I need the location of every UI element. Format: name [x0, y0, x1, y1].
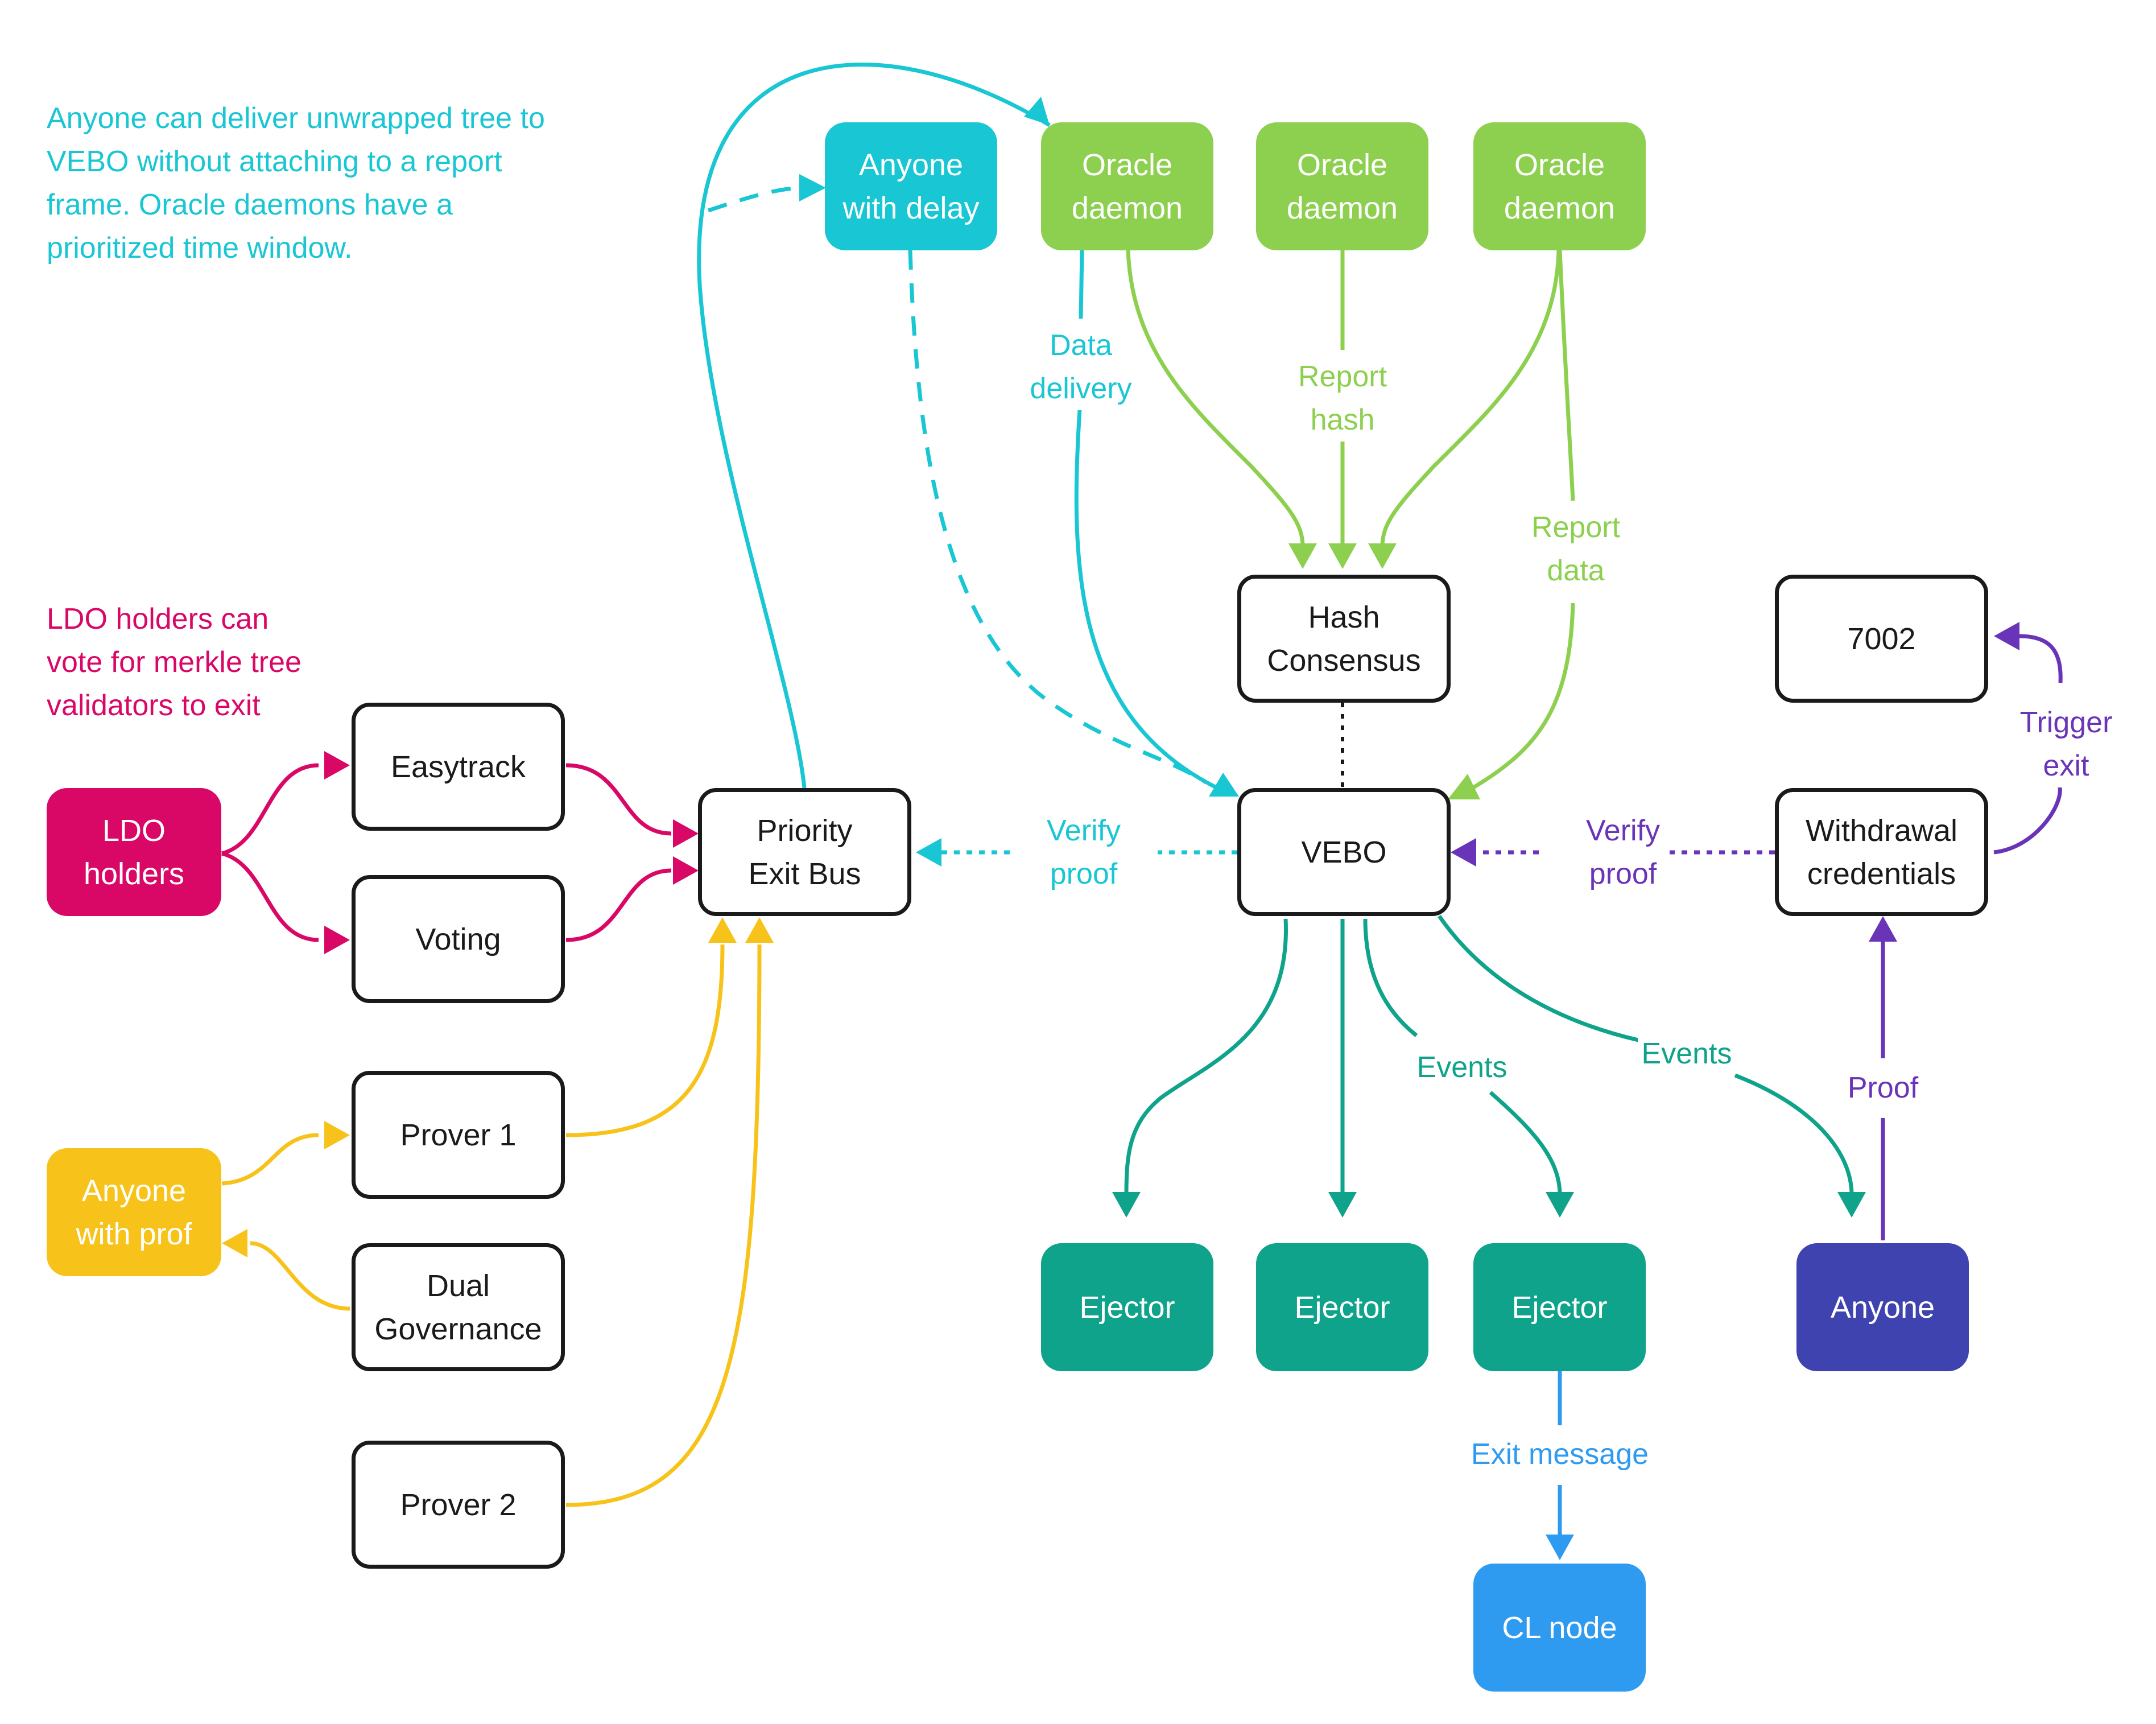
edge-note-to-anyone-delay	[707, 185, 806, 213]
prover-1-node: Prover 1	[352, 1071, 565, 1199]
edge-wc-to-7002	[1993, 634, 2063, 855]
edge-oracle1-to-vebo	[1074, 250, 1219, 790]
anyone-node: Anyone	[1796, 1243, 1969, 1371]
edge-oracle3-to-hash	[1380, 250, 1561, 547]
label-events-1: Events	[1413, 1046, 1511, 1089]
oracle-daemon-node-2: Oracle daemon	[1256, 122, 1428, 250]
ldo-holders-node: LDO holders	[47, 788, 221, 916]
arrowhead-wc	[1869, 916, 1897, 942]
cl-node: CL node	[1473, 1564, 1646, 1692]
label-proof: Proof	[1844, 1066, 1922, 1110]
arrowhead-peb-y1	[708, 917, 737, 943]
label-data-delivery: Data delivery	[1026, 324, 1135, 410]
arrowhead-anyoneprof	[222, 1229, 247, 1257]
hash-consensus-node: Hash Consensus	[1237, 575, 1451, 703]
edge-anyone-delay-to-vebo	[908, 250, 1207, 784]
label-verify-proof-left: Verify proof	[1043, 809, 1125, 896]
cyan-note: Anyone can deliver unwrapped tree to VEB…	[47, 102, 545, 265]
edge-vebo-to-anyone	[1438, 915, 1854, 1195]
edge-voting-to-peb	[565, 868, 672, 942]
arrowhead-oracle1	[1024, 97, 1050, 125]
arrowhead-clnode	[1546, 1535, 1574, 1560]
label-events-2: Events	[1638, 1032, 1736, 1075]
arrowhead-peb-m1	[673, 819, 699, 848]
arrowhead-vebo-green	[1448, 774, 1480, 799]
arrowhead-peb-m2	[673, 856, 699, 885]
edge-vebo-to-ejector1	[1124, 918, 1288, 1195]
anyone-with-prof-node: Anyone with prof	[47, 1148, 221, 1276]
arrowhead-7002	[1994, 622, 2019, 650]
magenta-note: LDO holders can vote for merkle tree val…	[47, 603, 301, 722]
label-verify-proof-right: Verify proof	[1582, 809, 1664, 896]
arrowhead-prover1	[324, 1121, 350, 1149]
ejector-node-2: Ejector	[1256, 1243, 1428, 1371]
arrowhead-hash-right	[1368, 543, 1397, 569]
label-trigger-exit: Trigger exit	[2016, 701, 2116, 787]
arrowhead-voting	[324, 926, 350, 954]
arrowhead-vebo-purple	[1451, 838, 1476, 867]
node-7002: 7002	[1775, 575, 1988, 703]
arrowhead-anyone	[1837, 1192, 1866, 1218]
arrowhead-peb-cyan	[916, 838, 941, 867]
prover-2-node: Prover 2	[352, 1441, 565, 1569]
edge-dualgov-to-anyoneprof	[250, 1241, 350, 1311]
edge-oracle3-to-vebo	[1467, 250, 1575, 793]
edge-vebo-to-ejector3	[1363, 918, 1562, 1195]
arrowhead-easytrack	[324, 751, 350, 779]
edge-anyoneprof-to-prover1	[221, 1133, 319, 1186]
arrowhead-peb-y2	[745, 917, 774, 943]
anyone-with-delay-node: Anyone with delay	[825, 122, 997, 250]
arrowhead-ejector3	[1546, 1192, 1574, 1218]
oracle-daemon-node-1: Oracle daemon	[1041, 122, 1213, 250]
arrowhead-ejector1	[1112, 1192, 1141, 1218]
arrowhead-vebo-cyan	[1209, 773, 1239, 797]
arrowhead-hash-mid	[1328, 543, 1357, 569]
vebo-node: VEBO	[1237, 788, 1451, 916]
edge-oracle1-to-hash	[1126, 250, 1305, 547]
dual-governance-node: Dual Governance	[352, 1243, 565, 1371]
edge-ldo-to-voting	[221, 851, 319, 942]
label-report-hash: Report hash	[1294, 355, 1391, 442]
arrowhead-hash-left	[1288, 543, 1317, 569]
withdrawal-credentials-node: Withdrawal credentials	[1775, 788, 1988, 916]
edge-ldo-to-easytrack	[221, 763, 319, 856]
label-exit-message: Exit message	[1467, 1433, 1653, 1476]
arrowhead-ejector2	[1328, 1192, 1357, 1218]
edge-prover2-to-peb	[565, 944, 762, 1507]
oracle-daemon-node-3: Oracle daemon	[1473, 122, 1646, 250]
edge-prover1-to-peb	[565, 944, 725, 1137]
arrowhead-anyone-delay	[799, 174, 826, 201]
edge-easytrack-to-peb	[565, 763, 672, 836]
ejector-node-3: Ejector	[1473, 1243, 1646, 1371]
ejector-node-1: Ejector	[1041, 1243, 1213, 1371]
easytrack-node: Easytrack	[352, 703, 565, 831]
label-report-data: Report data	[1527, 506, 1624, 592]
voting-node: Voting	[352, 875, 565, 1003]
edge-peb-to-oracle1	[697, 63, 1051, 789]
priority-exit-bus-node: Priority Exit Bus	[698, 788, 911, 916]
